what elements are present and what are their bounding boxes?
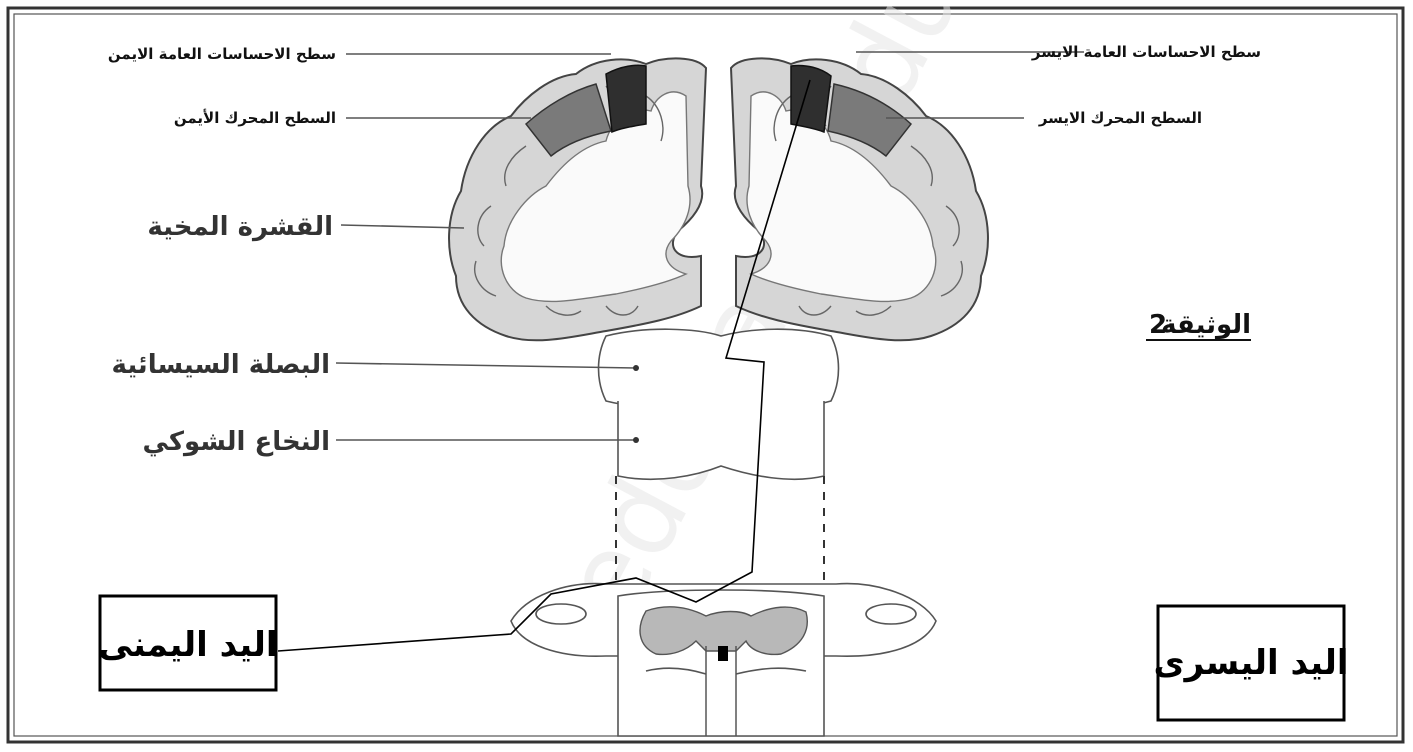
- label-right-motor-surface: السطح المحرك الأيمن: [174, 109, 336, 127]
- document-label: الوثيقة 2: [1146, 310, 1251, 340]
- label-left-motor-surface: السطح المحرك الايسر: [1038, 109, 1202, 127]
- diagram-canvas: eddirasa-education.com: [6, 6, 1405, 744]
- label-cerebral-cortex: القشرة المخية: [147, 212, 333, 242]
- label-medulla-oblongata: البصلة السيسائية: [112, 350, 330, 380]
- document-label-word: الوثيقة: [1161, 310, 1251, 340]
- document-label-number: 2: [1149, 310, 1167, 340]
- label-left-sensory-surface: سطح الاحساسات العامة الايسر: [1031, 43, 1261, 61]
- dot-medulla: [633, 365, 639, 371]
- label-right-sensory-surface: سطح الاحساسات العامة الايمن: [108, 45, 336, 63]
- leader-medulla: [336, 363, 636, 368]
- spinal-cross-section: [511, 584, 936, 736]
- dot-spinal-cord: [633, 437, 639, 443]
- label-spinal-cord: النخاع الشوكي: [143, 427, 330, 457]
- left-hand-label: اليد اليسرى: [1154, 643, 1349, 683]
- right-hand-label: اليد اليمنى: [98, 625, 277, 665]
- right-sensory-area: [606, 65, 646, 132]
- leader-cortex: [341, 225, 464, 228]
- brain-section: [449, 58, 988, 736]
